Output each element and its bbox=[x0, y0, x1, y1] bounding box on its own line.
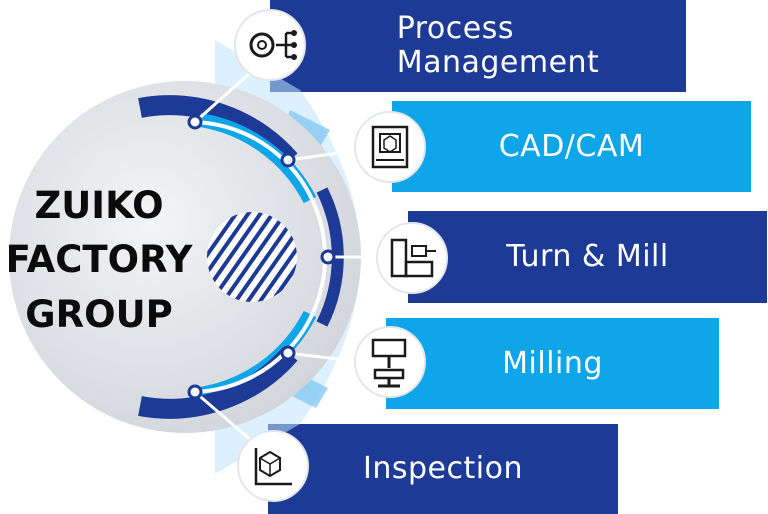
milling-label: Milling bbox=[502, 345, 603, 381]
cad-cam-label: CAD/CAM bbox=[498, 128, 645, 164]
connector-dots bbox=[187, 114, 336, 400]
milling-machine-icon bbox=[354, 326, 426, 398]
brand-line-1: ZUIKO bbox=[34, 184, 164, 227]
turn-mill-label: Turn & Mill bbox=[506, 239, 669, 274]
brand-line-3: GROUP bbox=[25, 293, 173, 336]
arc-top-dark bbox=[138, 95, 298, 167]
milling-banner: Milling bbox=[386, 318, 719, 409]
process-management-label: Process Management bbox=[377, 12, 600, 80]
process-network-gear-icon bbox=[234, 9, 306, 81]
process-management-label-line-1: Process bbox=[396, 11, 514, 46]
inspection-cube-icon bbox=[237, 430, 309, 502]
cad-cam-tablet-icon bbox=[354, 111, 426, 183]
process-management-banner: Process Management bbox=[270, 0, 686, 92]
inspection-label: Inspection bbox=[363, 451, 523, 486]
process-management-label-line-2: Management bbox=[396, 45, 600, 80]
inspection-banner: Inspection bbox=[268, 424, 618, 514]
brand-line-2: FACTORY bbox=[5, 238, 193, 281]
turn-mill-lathe-icon bbox=[376, 222, 448, 294]
striped-globe-logo bbox=[207, 212, 297, 302]
arc-bottom-dark bbox=[138, 347, 298, 419]
outer-disk bbox=[9, 81, 361, 433]
cad-cam-banner: CAD/CAM bbox=[392, 101, 751, 192]
turn-mill-banner: Turn & Mill bbox=[408, 211, 767, 303]
